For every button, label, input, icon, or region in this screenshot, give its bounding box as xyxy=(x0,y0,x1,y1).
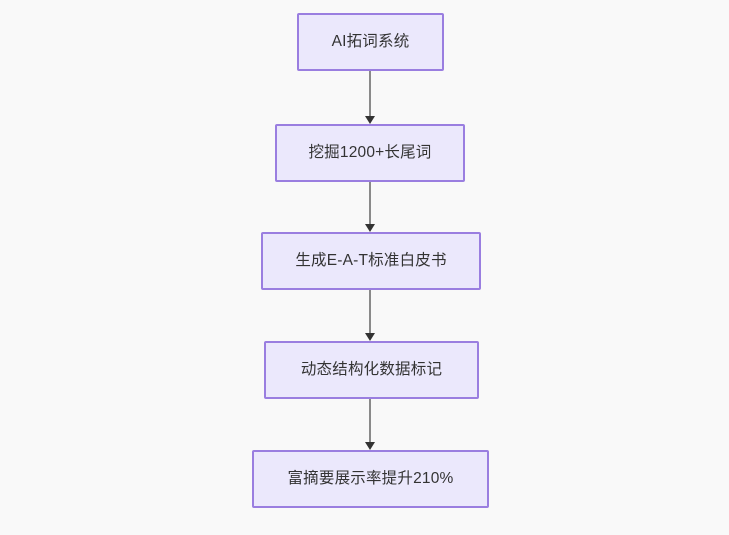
flow-node-rich-snippet-impression-lift[interactable]: 富摘要展示率提升210% xyxy=(252,450,489,508)
flow-node-label: 生成E-A-T标准白皮书 xyxy=(295,252,447,270)
edge-n4-n5 xyxy=(369,399,371,442)
flow-node-dynamic-structured-data-markup[interactable]: 动态结构化数据标记 xyxy=(264,341,479,399)
flow-node-label: 动态结构化数据标记 xyxy=(300,361,443,379)
edge-n2-n3 xyxy=(369,182,371,224)
flow-node-mine-longtail-keywords[interactable]: 挖掘1200+长尾词 xyxy=(275,124,465,182)
flow-node-label: 挖掘1200+长尾词 xyxy=(308,144,432,162)
flow-node-label: AI拓词系统 xyxy=(331,33,410,51)
edge-n3-n4 xyxy=(369,290,371,333)
flow-node-label: 富摘要展示率提升210% xyxy=(287,470,454,488)
arrowhead-n1-n2 xyxy=(365,116,375,124)
flow-node-generate-eat-whitepaper[interactable]: 生成E-A-T标准白皮书 xyxy=(261,232,481,290)
arrowhead-n3-n4 xyxy=(365,333,375,341)
arrowhead-n2-n3 xyxy=(365,224,375,232)
arrowhead-n4-n5 xyxy=(365,442,375,450)
edge-n1-n2 xyxy=(369,71,371,116)
flow-node-ai-keyword-system[interactable]: AI拓词系统 xyxy=(297,13,444,71)
